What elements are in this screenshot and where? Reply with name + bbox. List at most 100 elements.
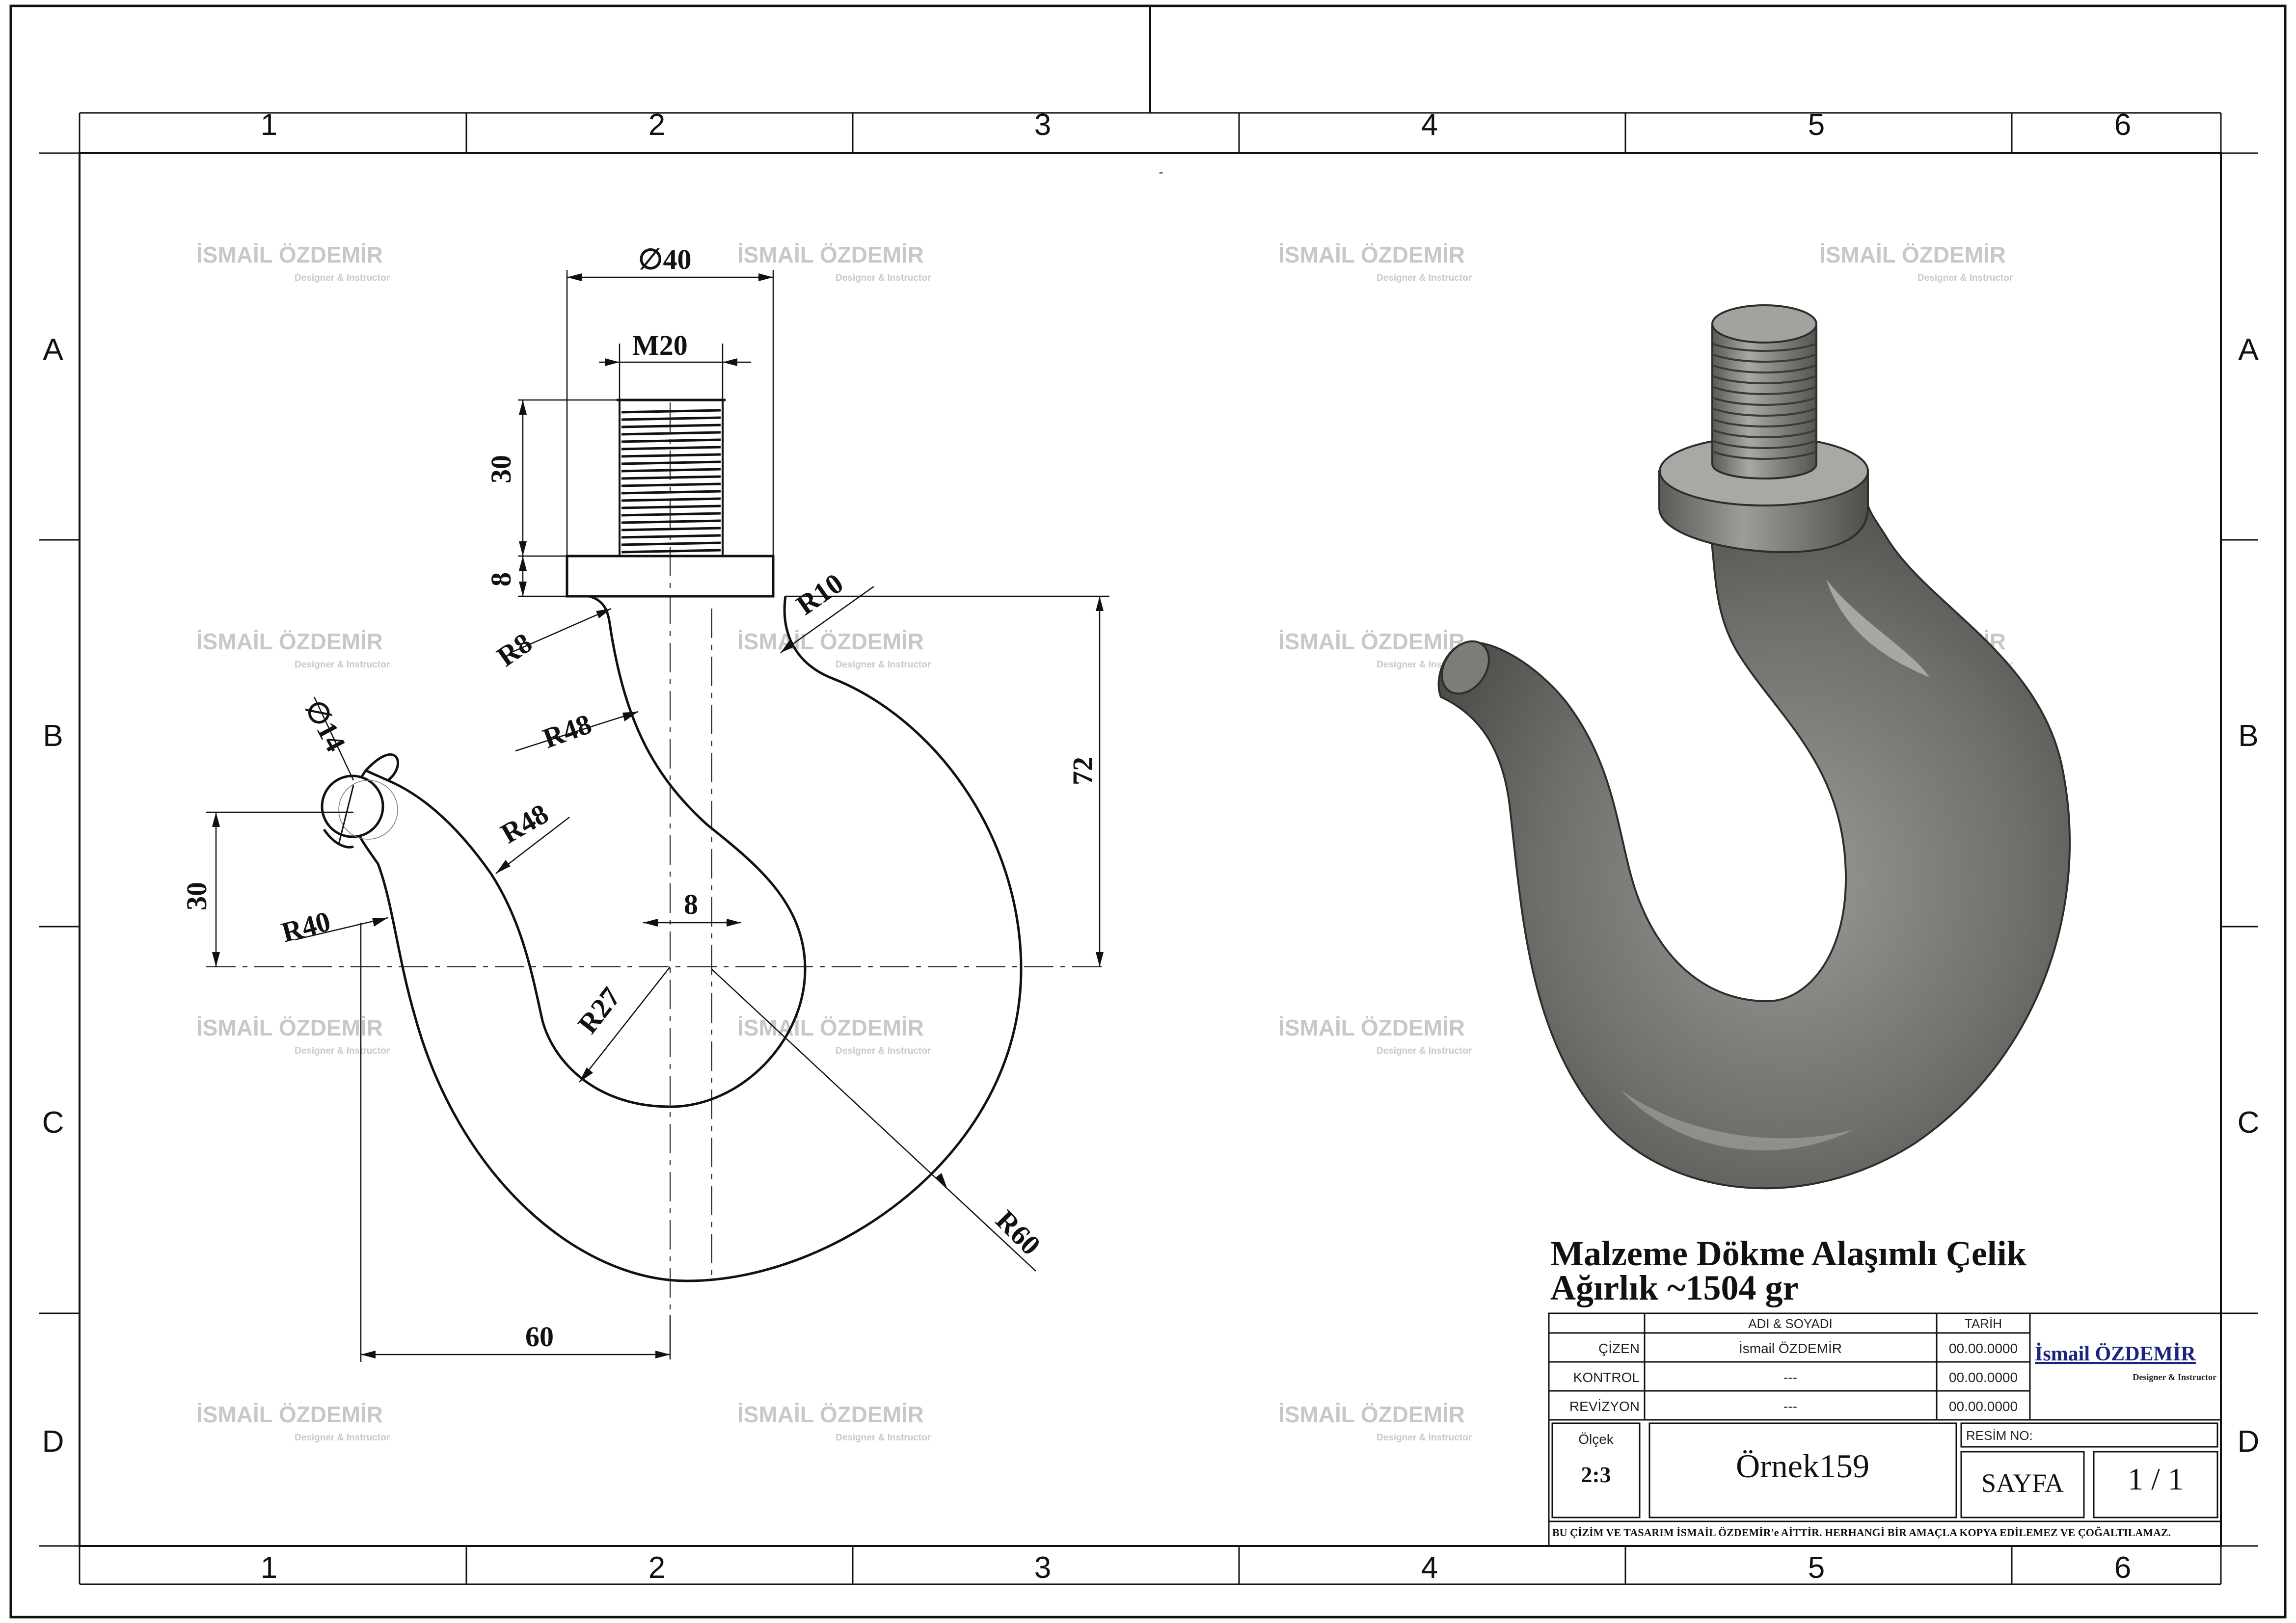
dim-diameter-14: ∅14 [299,695,352,757]
zone-col-6: 6 [2114,108,2131,142]
dim-r48-upper: R48 [539,708,595,754]
zone-labels-left: A B C D [42,333,64,1459]
zone-col-3: 3 [1034,108,1051,142]
svg-text:İSMAİL ÖZDEMİR: İSMAİL ÖZDEMİR [196,242,383,267]
row-label-check: KONTROL [1573,1370,1640,1385]
zone-col-5-bottom: 5 [1808,1551,1825,1585]
watermark-11: İSMAİL ÖZDEMİR Designer & Instructor [1278,1015,1472,1056]
svg-text:Designer & Instructor: Designer & Instructor [1918,273,2013,283]
svg-text:İSMAİL ÖZDEMİR: İSMAİL ÖZDEMİR [1278,1015,1465,1040]
svg-text:Designer & Instructor: Designer & Instructor [1377,273,1472,283]
zone-labels-bottom: 1 2 3 4 5 6 [261,1551,2131,1585]
hook-3d-body [1437,504,2071,1190]
row-label-revision: REVİZYON [1569,1399,1640,1414]
dim-72: 72 [1067,757,1099,785]
row-name-revision: --- [1783,1399,1797,1414]
page-label: SAYFA [1981,1468,2064,1498]
zone-labels-top: 1 2 3 4 5 6 [261,108,2131,142]
svg-text:İSMAİL ÖZDEMİR: İSMAİL ÖZDEMİR [1278,242,1465,267]
title-block: ADI & SOYADI TARİH ÇİZEN İsmail ÖZDEMİR … [1548,1312,2222,1547]
dim-m20: M20 [632,329,688,361]
thread-stud [617,399,726,557]
svg-text:Designer & Instructor: Designer & Instructor [1377,1433,1472,1443]
zone-col-6-bottom: 6 [2114,1551,2131,1585]
dim-r8: R8 [491,627,538,673]
zone-col-2-bottom: 2 [648,1551,665,1585]
zone-row-c: C [42,1106,64,1140]
svg-text:Designer & Instructor: Designer & Instructor [295,660,390,670]
svg-text:İSMAİL ÖZDEMİR: İSMAİL ÖZDEMİR [737,629,924,654]
weight-line: Ağırlık ~1504 gr [1550,1268,1798,1307]
zone-col-3-bottom: 3 [1034,1551,1051,1585]
zone-row-a: A [43,333,63,367]
row-name-drawn: İsmail ÖZDEMİR [1739,1341,1842,1356]
thread-lines [621,409,721,554]
page-value: 1 / 1 [2128,1462,2184,1496]
sheet-border [9,4,2287,1619]
svg-text:Designer & Instructor: Designer & Instructor [295,1046,390,1056]
logo-name: İsmail ÖZDEMİR [2035,1342,2196,1365]
watermark-1: İSMAİL ÖZDEMİR Designer & Instructor [196,242,390,283]
dim-diameter-40: ∅40 [638,243,692,275]
hook-3d-tip-face [1441,640,1490,695]
hook-3d-thread-lines [1712,343,1817,460]
front-view-drawing [206,270,1109,1362]
dim-60: 60 [525,1321,554,1353]
hook-tip [365,753,400,781]
watermark-3: İSMAİL ÖZDEMİR Designer & Instructor [1278,242,1472,283]
zone-row-c-right: C [2238,1106,2260,1140]
center-mark: - [1159,164,1163,180]
svg-text:İSMAİL ÖZDEMİR: İSMAİL ÖZDEMİR [196,1015,383,1040]
zone-row-b: B [43,719,63,753]
centerlines [206,402,1105,1315]
hook-3d-thread [1711,325,1817,479]
zone-row-a-right: A [2238,333,2259,367]
svg-text:Designer & Instructor: Designer & Instructor [836,1433,931,1443]
dim-30-thread: 30 [485,455,517,483]
zone-row-b-right: B [2238,719,2258,753]
watermark-14: İSMAİL ÖZDEMİR Designer & Instructor [1278,1402,1472,1443]
svg-text:Designer & Instructor: Designer & Instructor [295,273,390,283]
drawing-name: Örnek159 [1736,1447,1869,1485]
dim-8-offset: 8 [684,888,698,920]
dim-r60: R60 [990,1204,1047,1261]
hook-outline [350,595,1023,1282]
dim-r10: R10 [790,567,849,621]
watermark-9: İSMAİL ÖZDEMİR Designer & Instructor [196,1015,390,1056]
copyright-note: BU ÇİZİM VE TASARIM İSMAİL ÖZDEMİR'e AİT… [1552,1526,2171,1539]
zone-row-d-right: D [2238,1425,2260,1459]
scale-value: 2:3 [1581,1462,1611,1487]
svg-text:İSMAİL ÖZDEMİR: İSMAİL ÖZDEMİR [737,1402,924,1427]
zone-col-4-bottom: 4 [1421,1551,1438,1585]
zone-col-1-bottom: 1 [261,1551,277,1585]
svg-text:İSMAİL ÖZDEMİR: İSMAİL ÖZDEMİR [737,1015,924,1040]
watermark-6: İSMAİL ÖZDEMİR Designer & Instructor [737,629,931,670]
svg-text:Designer & Instructor: Designer & Instructor [836,660,931,670]
scale-label: Ölçek [1578,1432,1614,1447]
hook-3d-view [1437,304,2071,1190]
row-date-drawn: 00.00.0000 [1949,1341,2018,1356]
material-line: Malzeme Dökme Alaşımlı Çelik [1550,1234,2026,1273]
zone-col-1: 1 [261,108,277,142]
svg-text:İSMAİL ÖZDEMİR: İSMAİL ÖZDEMİR [1819,242,2006,267]
svg-text:Designer & Instructor: Designer & Instructor [295,1433,390,1443]
drawing-no-label: RESİM NO: [1966,1428,2033,1443]
watermark-10: İSMAİL ÖZDEMİR Designer & Instructor [737,1015,931,1056]
svg-text:Designer & Instructor: Designer & Instructor [836,273,931,283]
col-header-date: TARİH [1965,1316,2002,1331]
logo-role: Designer & Instructor [2133,1372,2216,1382]
row-date-revision: 00.00.0000 [1949,1399,2018,1414]
svg-text:İSMAİL ÖZDEMİR: İSMAİL ÖZDEMİR [196,1402,383,1427]
svg-text:İSMAİL ÖZDEMİR: İSMAİL ÖZDEMİR [1278,1402,1465,1427]
zone-col-4: 4 [1421,108,1438,142]
arrowheads [212,273,1104,1358]
svg-text:Designer & Instructor: Designer & Instructor [1377,1046,1472,1056]
svg-text:İSMAİL ÖZDEMİR: İSMAİL ÖZDEMİR [1278,629,1465,654]
svg-text:Designer & Instructor: Designer & Instructor [836,1046,931,1056]
zone-col-5: 5 [1808,108,1825,142]
row-label-drawn: ÇİZEN [1598,1341,1640,1356]
